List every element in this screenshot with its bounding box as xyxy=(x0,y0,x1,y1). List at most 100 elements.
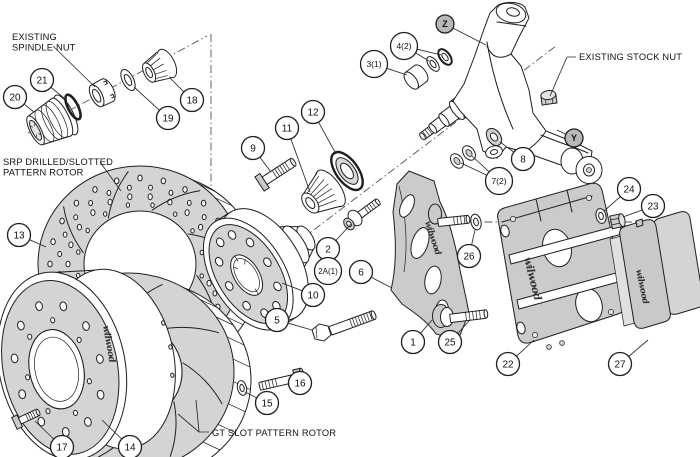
washer xyxy=(485,127,503,147)
callout-23-leader xyxy=(622,209,643,218)
svg-text:EXISTING STOCK NUT: EXISTING STOCK NUT xyxy=(579,52,682,62)
svg-text:13: 13 xyxy=(13,231,25,242)
callout-5: 5 xyxy=(264,307,290,333)
svg-text:2: 2 xyxy=(325,245,331,256)
outer-bearing xyxy=(142,48,178,83)
leader-lines xyxy=(23,27,649,440)
hat-bolt-washer xyxy=(236,380,248,396)
svg-text:23: 23 xyxy=(647,202,659,213)
callout-15-leader xyxy=(244,391,257,399)
caliper-bracket xyxy=(390,170,489,341)
svg-text:27: 27 xyxy=(614,360,626,371)
inner-bearing xyxy=(301,169,346,214)
svg-text:11: 11 xyxy=(282,124,293,135)
washer xyxy=(470,213,482,231)
svg-text:8: 8 xyxy=(520,155,526,166)
svg-text:EXISTING: EXISTING xyxy=(12,32,57,42)
callout-24: 24 xyxy=(616,176,642,202)
callout-16: 16 xyxy=(287,370,313,396)
callout-1-leader xyxy=(420,319,433,334)
callout-9-leader xyxy=(259,156,272,173)
callout-4(2)-leader xyxy=(416,48,442,56)
callout-3(1): 3(1) xyxy=(359,49,389,79)
washer xyxy=(450,153,464,169)
hub xyxy=(202,208,316,331)
svg-text:21: 21 xyxy=(36,76,48,87)
callout-7(2): 7(2) xyxy=(484,166,514,196)
callout-1: 1 xyxy=(400,329,426,355)
long-bolt xyxy=(311,310,377,342)
callout-14: 14 xyxy=(117,434,143,457)
caliper-nut xyxy=(609,213,626,230)
svg-text:6: 6 xyxy=(358,268,364,279)
svg-text:22: 22 xyxy=(502,360,514,371)
callout-25-leader xyxy=(457,319,471,334)
svg-text:18: 18 xyxy=(186,96,198,107)
svg-text:5: 5 xyxy=(274,316,280,327)
svg-text:12: 12 xyxy=(307,108,319,119)
svg-text:10: 10 xyxy=(307,291,319,302)
callout-Y-leader xyxy=(556,129,567,135)
callout-27-leader xyxy=(628,339,649,357)
bracket-bolt xyxy=(343,198,381,231)
svg-text:25: 25 xyxy=(444,338,456,349)
svg-text:15: 15 xyxy=(261,399,273,410)
spacer xyxy=(403,64,429,90)
svg-text:20: 20 xyxy=(9,93,21,104)
callout-Y: Y xyxy=(564,128,584,148)
callout-6: 6 xyxy=(348,259,374,285)
callout-14-leader xyxy=(101,419,122,440)
svg-text:14: 14 xyxy=(124,443,136,454)
bracket-stud-lower xyxy=(449,309,489,324)
callout-Z-leader xyxy=(452,27,487,46)
rotor-bolt xyxy=(10,408,41,430)
svg-text:1: 1 xyxy=(410,338,416,349)
svg-text:24: 24 xyxy=(623,185,635,196)
callout-4(2): 4(2) xyxy=(389,31,419,61)
svg-text:2A(1): 2A(1) xyxy=(318,267,338,276)
callout-19: 19 xyxy=(155,105,181,131)
callout-13-leader xyxy=(29,239,47,248)
callout-4(2)-leader xyxy=(415,52,430,62)
svg-text:SPINDLE NUT: SPINDLE NUT xyxy=(12,43,76,53)
callout-10: 10 xyxy=(300,282,326,308)
callout-24-leader xyxy=(603,196,621,212)
callout-22: 22 xyxy=(495,351,521,377)
callout-10-leader xyxy=(281,282,303,292)
washer xyxy=(426,56,440,72)
svg-text:16: 16 xyxy=(294,379,306,390)
callout-20: 20 xyxy=(2,84,28,110)
knuckle-washers xyxy=(403,48,503,169)
callout-11: 11 xyxy=(274,115,300,141)
callout-21: 21 xyxy=(29,67,55,93)
brake-pads xyxy=(609,211,700,329)
svg-text:Z: Z xyxy=(442,19,448,29)
bracket-stud-upper xyxy=(437,214,471,227)
svg-text:17: 17 xyxy=(56,443,68,454)
bleed-screw xyxy=(546,344,552,350)
callout-13: 13 xyxy=(6,222,32,248)
bleed-screw xyxy=(559,340,565,346)
callout-22-leader xyxy=(516,339,535,357)
svg-text:9: 9 xyxy=(250,144,256,155)
callout-5-leader xyxy=(287,322,313,331)
svg-text:SRP DRILLED/SLOTTED: SRP DRILLED/SLOTTED xyxy=(3,157,113,167)
callout-18: 18 xyxy=(179,87,205,113)
grease-seal xyxy=(330,150,364,192)
callout-8: 8 xyxy=(510,146,536,172)
callout-15: 15 xyxy=(254,390,280,416)
stock-nut xyxy=(540,89,558,106)
control-arm-bushing xyxy=(560,147,603,184)
callout-21-leader xyxy=(50,86,65,99)
svg-text:3(1): 3(1) xyxy=(366,59,381,69)
callout-26: 26 xyxy=(456,243,482,269)
callout-17: 17 xyxy=(49,434,75,457)
callout-12: 12 xyxy=(300,99,326,125)
existing-stock-nut: EXISTING STOCK NUT xyxy=(549,52,682,97)
svg-text:26: 26 xyxy=(463,252,475,263)
